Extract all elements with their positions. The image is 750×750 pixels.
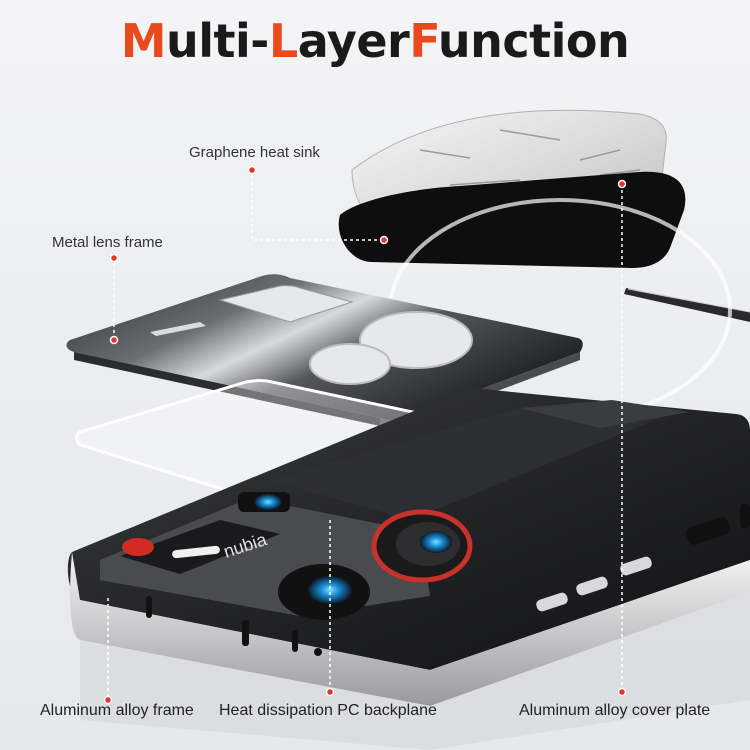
title-accent-m: M bbox=[120, 14, 167, 68]
label-graphene-heat-sink: Graphene heat sink bbox=[189, 144, 320, 161]
marker-lens-frame-label bbox=[109, 253, 119, 263]
marker-aluminum-frame bbox=[103, 695, 113, 705]
title-text-2: ayer bbox=[297, 14, 410, 68]
marker-graphene-silver bbox=[617, 179, 627, 189]
title-accent-l: L bbox=[268, 14, 298, 68]
phone-body bbox=[67, 388, 750, 670]
page-title: Multi-LayerFunction bbox=[0, 14, 750, 69]
label-heat-dissipation-pc-backplane: Heat dissipation PC backplane bbox=[219, 702, 437, 719]
marker-pc-backplane bbox=[325, 687, 335, 697]
aluminum-alloy-frame bbox=[70, 504, 750, 750]
marker-lens-frame bbox=[109, 335, 119, 345]
marker-dots bbox=[103, 165, 627, 705]
title-text-3: unction bbox=[437, 14, 630, 68]
label-metal-lens-frame: Metal lens frame bbox=[52, 234, 163, 251]
leader-lines bbox=[107, 170, 623, 700]
marker-graphene-label bbox=[247, 165, 257, 175]
title-text-1: ulti- bbox=[166, 14, 269, 68]
marker-cover-plate bbox=[617, 687, 627, 697]
label-aluminum-alloy-cover-plate: Aluminum alloy cover plate bbox=[519, 702, 711, 719]
marker-graphene-black bbox=[379, 235, 389, 245]
title-accent-f: F bbox=[409, 14, 438, 68]
label-aluminum-alloy-frame: Aluminum alloy frame bbox=[40, 702, 194, 719]
